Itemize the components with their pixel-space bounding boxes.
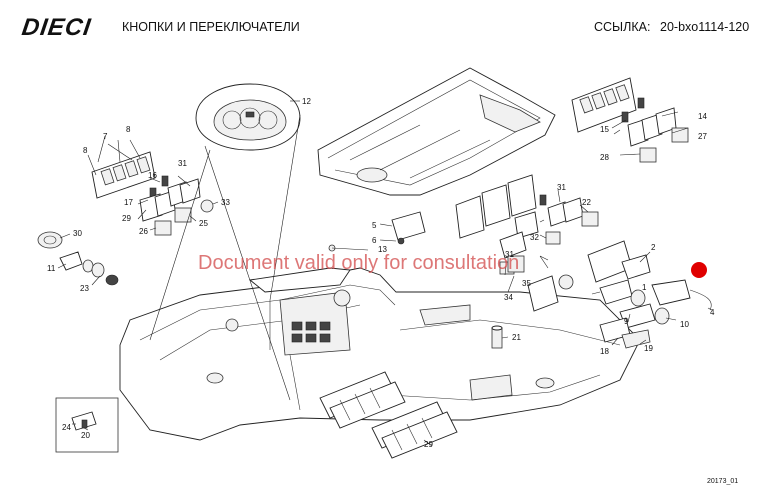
leader-lines — [57, 100, 713, 447]
header: DIECI КНОПКИ И ПЕРЕКЛЮЧАТЕЛИ ССЫЛКА: 20-… — [0, 0, 768, 44]
callout-28: 28 — [600, 153, 609, 162]
callout-32: 32 — [530, 233, 539, 242]
inset-box — [55, 397, 119, 453]
callout-34: 34 — [504, 293, 513, 302]
callout-13: 13 — [378, 245, 387, 254]
callout-20: 20 — [81, 431, 90, 440]
instrument-cluster — [195, 83, 301, 151]
callout-35: 35 — [522, 279, 531, 288]
callout-31b: 31 — [557, 183, 566, 192]
callout-24: 24 — [62, 423, 71, 432]
center-switch-group — [391, 174, 633, 312]
dashboard-assembly — [119, 244, 641, 441]
reference-code: 20-bxo1114-120 — [660, 20, 750, 34]
callout-25: 25 — [199, 219, 208, 228]
callout-7: 7 — [103, 132, 108, 141]
callout-2: 2 — [651, 243, 656, 252]
drawing-number: 20173_01 — [707, 478, 738, 485]
callout-9: 9 — [624, 317, 629, 326]
right-key-switch-group — [599, 254, 712, 349]
callout-31a: 31 — [178, 159, 187, 168]
left-switch-group — [91, 151, 214, 236]
callout-22: 22 — [582, 198, 591, 207]
callout-29b: 29 — [424, 440, 433, 449]
switch-cover-group — [319, 371, 458, 459]
roof-panel — [317, 67, 556, 196]
upper-right-switch-group — [571, 77, 689, 163]
watermark-text: Document valid only for consultation — [198, 252, 519, 274]
callout-4: 4 — [710, 308, 715, 317]
callout-17: 17 — [124, 198, 133, 207]
callout-21: 21 — [512, 333, 521, 342]
callout-8b: 8 — [83, 146, 88, 155]
callout-19: 19 — [644, 344, 653, 353]
callout-16: 16 — [148, 171, 157, 180]
callout-6: 6 — [372, 236, 377, 245]
callout-14: 14 — [698, 112, 707, 121]
callout-5: 5 — [372, 221, 377, 230]
callout-18: 18 — [600, 347, 609, 356]
callout-23: 23 — [80, 284, 89, 293]
red-marker-dot — [691, 262, 707, 278]
center-post — [491, 325, 503, 349]
callout-33: 33 — [221, 198, 230, 207]
callout-10: 10 — [680, 320, 689, 329]
callout-31c: 31 — [505, 250, 514, 259]
callout-labels: 1 2 4 5 6 7 8 8 9 10 11 12 13 14 15 16 1… — [47, 97, 715, 449]
callout-11: 11 — [47, 264, 56, 273]
callout-8a: 8 — [126, 125, 131, 134]
callout-30: 30 — [73, 229, 82, 238]
callout-29a: 29 — [122, 214, 131, 223]
callout-1: 1 — [642, 283, 647, 292]
callout-15: 15 — [600, 125, 609, 134]
reference-label: ССЫЛКА: — [594, 20, 651, 34]
callout-26: 26 — [139, 227, 148, 236]
left-socket-group — [37, 231, 119, 286]
page-title: КНОПКИ И ПЕРЕКЛЮЧАТЕЛИ — [122, 20, 300, 34]
callout-27: 27 — [698, 132, 707, 141]
callout-12: 12 — [302, 97, 311, 106]
